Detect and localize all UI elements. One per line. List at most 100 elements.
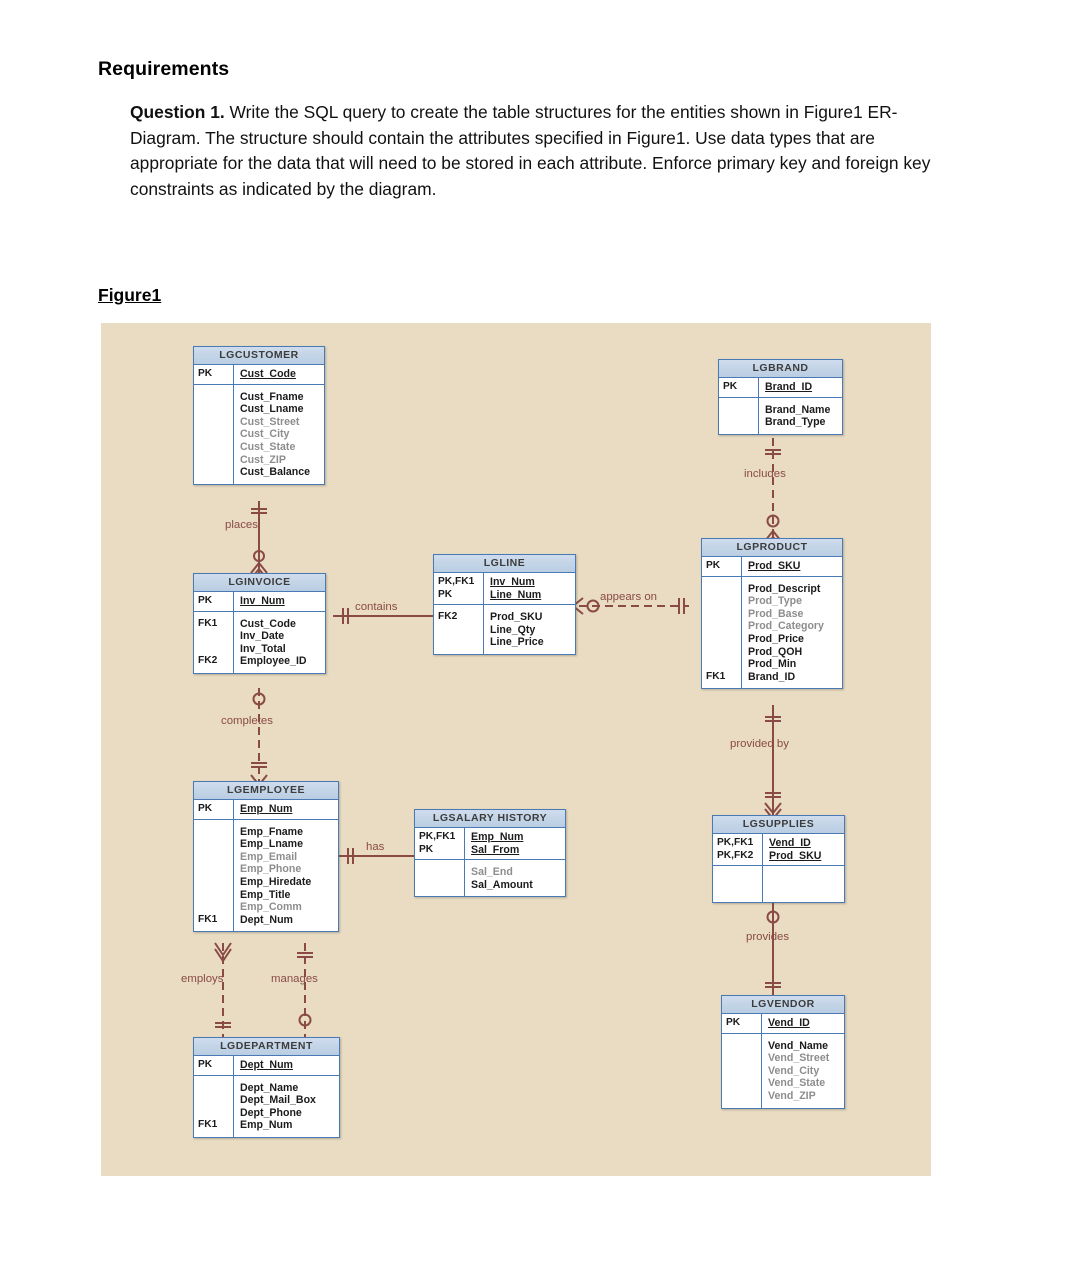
key-tag xyxy=(198,1107,233,1120)
question-body: Write the SQL query to create the table … xyxy=(130,102,931,199)
attribute-name: Brand_ID xyxy=(748,670,796,683)
key-tag-column xyxy=(713,866,763,903)
key-tag: FK1 xyxy=(198,913,218,925)
attribute-name-column: Dept_Num xyxy=(234,1056,339,1075)
attribute-name: Prod_Descript xyxy=(748,582,821,595)
attribute-name: Vend_State xyxy=(768,1077,826,1090)
entity-title: LGVENDOR xyxy=(722,996,844,1014)
key-tag xyxy=(419,879,464,892)
key-tag-column: PK xyxy=(194,1056,234,1075)
key-tag xyxy=(717,885,762,898)
attribute-name: Prod_Type xyxy=(748,595,802,608)
attribute-name: Emp_Lname xyxy=(240,838,303,851)
key-tag-column: PK xyxy=(702,557,742,576)
attribute-name-column xyxy=(763,866,844,902)
key-tag xyxy=(198,441,233,454)
attribute-name: Emp_Title xyxy=(240,888,291,901)
attribute-name xyxy=(769,872,841,885)
entity-attribute-section xyxy=(713,866,844,903)
attribute-name: Line_Qty xyxy=(490,623,536,636)
key-tag xyxy=(706,595,741,608)
entity-title: LGLINE xyxy=(434,555,575,573)
relationship-label-completes: completes xyxy=(221,715,273,727)
key-tag xyxy=(419,866,464,879)
key-tag xyxy=(198,1082,233,1095)
key-tag xyxy=(198,1094,233,1107)
key-tag: PK,FK1 xyxy=(419,831,456,842)
attribute-name: Sal_Amount xyxy=(471,878,533,891)
attribute-name: Vend_Street xyxy=(768,1052,830,1065)
attribute-name: Prod_Base xyxy=(748,607,804,620)
attribute-name: Inv_Date xyxy=(240,630,285,643)
key-tag: PK xyxy=(198,368,213,379)
attribute-name: Dept_Name xyxy=(240,1081,299,1094)
key-tag xyxy=(198,391,233,404)
attribute-name: Prod_QOH xyxy=(748,645,803,658)
attribute-name xyxy=(769,885,841,898)
key-tag xyxy=(198,466,233,479)
attribute-name: Vend_City xyxy=(768,1064,820,1077)
attribute-name: Emp_Hiredate xyxy=(240,875,312,888)
attribute-name-column: Inv_Num xyxy=(234,592,325,611)
entity-title: LGDEPARTMENT xyxy=(194,1038,339,1056)
key-tag xyxy=(198,838,233,851)
key-tag-column: PK xyxy=(719,378,759,397)
key-tag: FK2 xyxy=(438,611,458,623)
attribute-name: Emp_Num xyxy=(471,831,524,843)
key-tag: PK xyxy=(198,1059,213,1070)
attribute-name: Brand_Type xyxy=(765,416,826,429)
attribute-name: Prod_Category xyxy=(748,620,824,633)
entity-title: LGSALARY HISTORY xyxy=(415,810,565,828)
key-tag xyxy=(198,643,233,656)
entity-key-section: PK Dept_Num xyxy=(194,1056,339,1076)
key-tag-column: FK1 xyxy=(194,819,234,932)
key-tag xyxy=(438,624,483,637)
relationship-label-provides: provides xyxy=(746,931,790,943)
key-tag-column: PK xyxy=(194,592,234,611)
attribute-name: Vend_ZIP xyxy=(768,1089,816,1102)
attribute-name: Line_Num xyxy=(490,588,542,601)
attribute-name: Prod_SKU xyxy=(769,849,822,862)
entity-title: LGEMPLOYEE xyxy=(194,782,338,800)
key-tag xyxy=(198,851,233,864)
entity-title: LGBRAND xyxy=(719,360,842,378)
key-tag: PK,FK1 xyxy=(438,576,475,587)
key-tag xyxy=(198,863,233,876)
key-tag xyxy=(726,1052,761,1065)
key-tag xyxy=(198,876,233,889)
page-title: Requirements xyxy=(98,58,230,80)
relationship-label-includes: includes xyxy=(744,468,786,480)
relationship-label-contains: contains xyxy=(355,601,398,613)
er-diagram: places contains appears on includes prov… xyxy=(101,323,931,1176)
attribute-name: Cust_ZIP xyxy=(240,453,286,466)
key-tag xyxy=(198,454,233,467)
key-tag-column: PK xyxy=(194,365,234,384)
key-tag: PK xyxy=(198,803,213,814)
attribute-name: Prod_Min xyxy=(748,658,797,671)
attribute-name: Cust_Fname xyxy=(240,390,304,403)
